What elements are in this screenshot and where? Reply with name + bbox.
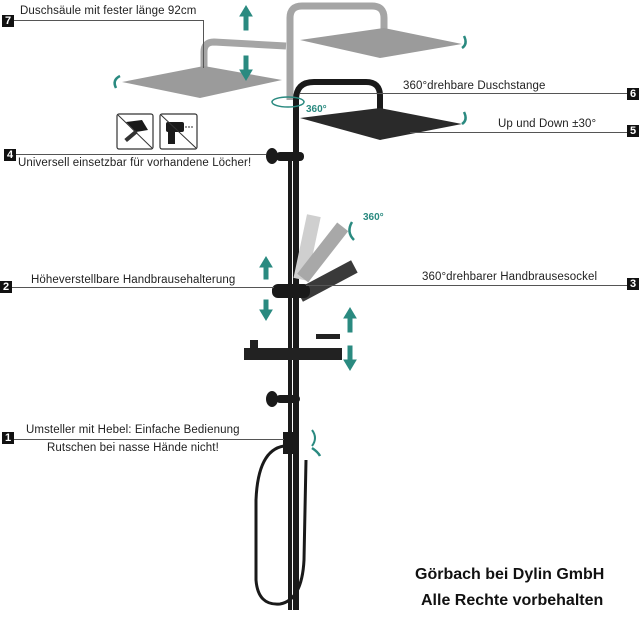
movement-arrows <box>113 5 467 457</box>
arm-rotation-label: 360° <box>306 104 327 115</box>
leader-line-7 <box>14 20 204 21</box>
shower-head <box>300 108 462 140</box>
raised-shower-head-left <box>122 66 282 98</box>
callout-badge-2: 2 <box>0 281 12 293</box>
raised-shower-head-back <box>300 28 462 58</box>
handshower-rotation-label: 360° <box>363 212 384 223</box>
callout-text-4: Universell einsetzbar für vorhandene Löc… <box>18 157 252 169</box>
hand-shower <box>296 260 358 302</box>
callout-badge-5: 5 <box>627 125 639 137</box>
leader-line-4 <box>16 154 266 155</box>
callout-subtext-1: Rutschen bei nasse Hände nicht! <box>47 442 219 454</box>
callout-text-6: 360°drehbare Duschstange <box>403 80 546 92</box>
callout-badge-3: 3 <box>627 278 639 290</box>
callout-badge-7: 7 <box>2 15 14 27</box>
callout-badge-6: 6 <box>627 88 639 100</box>
leader-line-2 <box>12 287 274 288</box>
no-drill-icon <box>159 113 198 150</box>
callout-badge-4: 4 <box>4 149 16 161</box>
callout-text-3: 360°drehbarer Handbrausesockel <box>422 271 598 283</box>
no-hammer-icon <box>116 113 154 150</box>
callout-text-5: Up und Down ±30° <box>498 118 597 130</box>
copyright-company: Görbach bei Dylin GmbH <box>415 566 605 583</box>
callout-badge-1: 1 <box>2 432 14 444</box>
callout-text-7: Duschsäule mit fester länge 92cm <box>20 5 197 17</box>
shower-shelf <box>244 348 342 360</box>
leader-line-3 <box>306 285 627 286</box>
copyright-notice: Alle Rechte vorbehalten <box>421 592 604 609</box>
leader-line-1 <box>14 439 284 440</box>
leader-line-5 <box>410 132 627 133</box>
callout-text-2: Höheverstellbare Handbrausehalterung <box>31 274 236 286</box>
callout-text-1: Umsteller mit Hebel: Einfache Bedienung <box>26 424 240 436</box>
leader-line-6 <box>300 93 627 94</box>
